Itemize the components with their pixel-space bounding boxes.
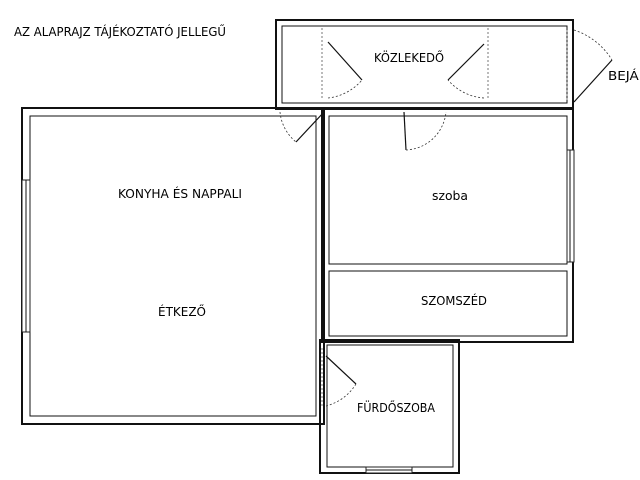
- door-corridor-middle: [447, 28, 489, 100]
- door-szoba: [403, 111, 447, 151]
- room-label-szomszed: SZOMSZÉD: [421, 293, 487, 308]
- room-labels: KÖZLEKEDŐ BEJÁRAT KONYHA ÉS NAPPALI ÉTKE…: [118, 49, 640, 415]
- room-label-konyha: KONYHA ÉS NAPPALI: [118, 186, 242, 201]
- room-label-etkezo: ÉTKEZŐ: [158, 304, 206, 319]
- door-entrance: [566, 29, 613, 103]
- outer-walls: [21, 19, 574, 474]
- plan-disclaimer: AZ ALAPRAJZ TÁJÉKOZTATÓ JELLEGŰ: [14, 24, 226, 39]
- doors: [279, 28, 613, 408]
- door-corridor-left: [321, 28, 363, 100]
- room-label-furdo: FÜRDŐSZOBA: [357, 399, 435, 415]
- room-label-bejarat: BEJÁRAT: [608, 68, 640, 83]
- room-label-szoba: szoba: [432, 188, 468, 203]
- door-living: [279, 111, 325, 143]
- windows: [21, 149, 575, 474]
- door-bathroom: [321, 348, 357, 408]
- room-label-kozlekedo: KÖZLEKEDŐ: [374, 49, 444, 65]
